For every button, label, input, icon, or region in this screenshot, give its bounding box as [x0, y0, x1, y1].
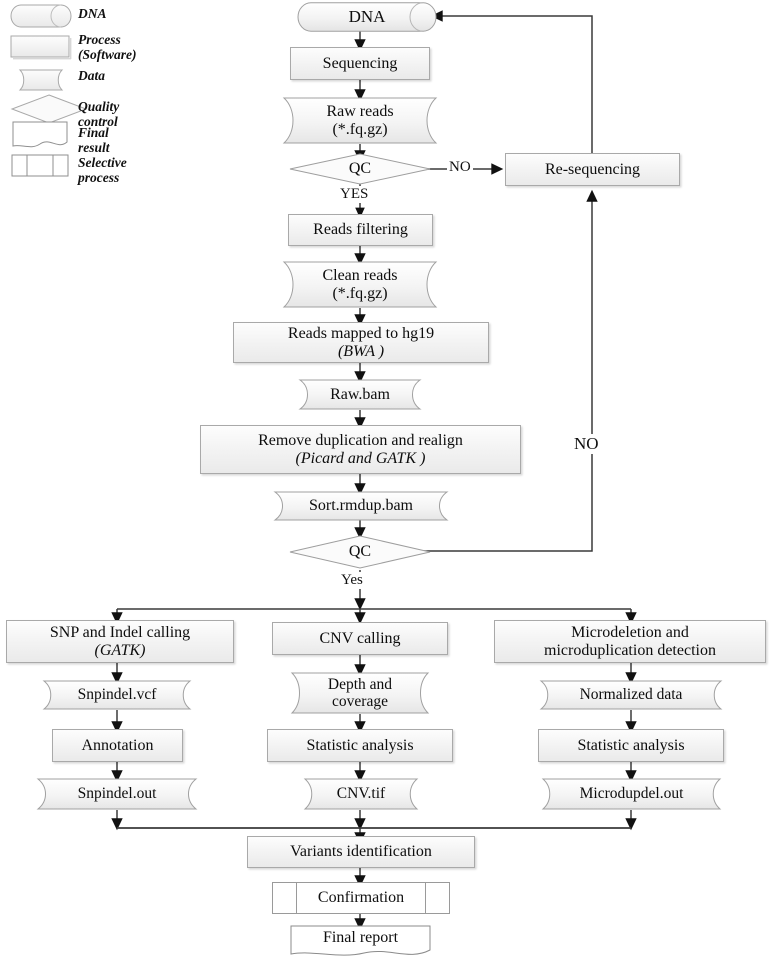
node-sequencing-label: Sequencing [322, 54, 398, 72]
node-sequencing[interactable]: Sequencing [290, 47, 430, 80]
node-final-report[interactable]: Final report [289, 925, 432, 959]
node-annotation[interactable]: Annotation [52, 729, 183, 762]
edge-label-qc-bottom-yes: Yes [339, 572, 365, 589]
node-reads-mapped-label: Reads mapped to hg19 (BWA ) [234, 325, 488, 361]
node-raw-bam-label: Raw.bam [330, 385, 390, 403]
data-shape [36, 778, 198, 810]
node-variants-identification-label: Variants identification [290, 843, 432, 861]
selective-process-icon [10, 153, 72, 184]
node-qc-bottom[interactable]: QC [288, 535, 432, 569]
data-shape [42, 680, 192, 710]
node-snpindel-out-label: Snpindel.out [77, 785, 157, 803]
legend-label-selective-process: Selective process [78, 155, 127, 186]
node-qc-bottom-label: QC [348, 543, 372, 561]
node-qc-top[interactable]: QC [288, 153, 432, 185]
node-microdeletion-detection[interactable]: Microdeletion and microduplication detec… [494, 620, 766, 663]
legend-label-quality-control: Quality control [78, 99, 120, 130]
node-variants-identification[interactable]: Variants identification [247, 836, 475, 868]
node-dna-label: DNA [348, 7, 386, 27]
node-sort-rmdup-bam[interactable]: Sort.rmdup.bam [265, 491, 457, 521]
edge-label-qc-top-no: NO [447, 159, 473, 176]
edge-label-qc-top-yes: YES [338, 186, 371, 203]
data-shape [539, 680, 723, 710]
data-shape [290, 672, 430, 714]
node-statistic-analysis-mid-label: Statistic analysis [306, 736, 414, 754]
reads-mapped-line1: Reads mapped to hg19 [287, 324, 435, 342]
node-remove-duplication[interactable]: Remove duplication and realign (Picard a… [200, 425, 521, 474]
cylinder-icon [10, 4, 72, 33]
legend-label-final-result: Final result [78, 125, 110, 156]
raw-reads-line1: Raw reads [326, 102, 394, 120]
node-depth-coverage-label: Depth and coverage [282, 676, 438, 711]
document-icon [10, 120, 72, 155]
snp-indel-line2: (GATK) [94, 641, 146, 659]
node-confirmation-inner: Confirmation [295, 883, 427, 913]
node-cnv-tif[interactable]: CNV.tif [295, 778, 427, 810]
node-reads-filtering-label: Reads filtering [313, 221, 408, 239]
edge-label-qc-bottom-no: NO [572, 434, 601, 454]
node-cnv-calling-label: CNV calling [319, 629, 401, 647]
node-cnv-calling[interactable]: CNV calling [272, 622, 448, 655]
data-shape [303, 778, 419, 810]
process-icon [10, 35, 72, 65]
node-annotation-label: Annotation [81, 736, 154, 754]
node-remove-duplication-label: Remove duplication and realign (Picard a… [201, 432, 520, 468]
node-confirmation[interactable]: Confirmation [272, 882, 450, 914]
node-microdupdel-out-label: Microdupdel.out [579, 785, 684, 803]
depth-coverage-line2: coverage [332, 693, 388, 710]
microdel-line2: microduplication detection [544, 641, 716, 659]
node-confirmation-label: Confirmation [317, 889, 405, 906]
data-shape [298, 379, 422, 410]
reads-mapped-line2: (BWA ) [337, 342, 385, 360]
node-clean-reads-label: Clean reads (*.fq.gz) [272, 267, 448, 303]
node-raw-bam[interactable]: Raw.bam [290, 379, 430, 410]
node-statistic-analysis-mid[interactable]: Statistic analysis [267, 729, 453, 762]
data-shape [541, 778, 722, 810]
cylinder-shape [297, 2, 437, 32]
node-dna[interactable]: DNA [297, 2, 437, 32]
raw-reads-line2: (*.fq.gz) [332, 120, 388, 138]
node-raw-reads-label: Raw reads (*.fq.gz) [272, 103, 448, 139]
node-re-sequencing[interactable]: Re-sequencing [505, 153, 680, 186]
legend-label-data: Data [78, 68, 105, 83]
node-re-sequencing-label: Re-sequencing [544, 160, 641, 178]
data-icon [10, 69, 72, 96]
clean-reads-line2: (*.fq.gz) [332, 284, 388, 302]
node-microdupdel-out[interactable]: Microdupdel.out [533, 778, 730, 810]
remove-dup-line1: Remove duplication and realign [258, 431, 463, 449]
legend-label-dna: DNA [78, 6, 107, 21]
node-snpindel-out[interactable]: Snpindel.out [28, 778, 206, 810]
microdel-line1: Microdeletion and [571, 623, 689, 641]
remove-dup-line2: (Picard and GATK ) [295, 449, 426, 467]
node-snp-indel-calling[interactable]: SNP and Indel calling (GATK) [6, 620, 234, 663]
snp-indel-line1: SNP and Indel calling [49, 623, 191, 641]
node-normalized-data-label: Normalized data [579, 686, 683, 704]
node-cnv-tif-label: CNV.tif [336, 785, 386, 803]
diamond-shape [289, 535, 431, 569]
node-qc-top-label: QC [348, 160, 372, 178]
node-snpindel-vcf[interactable]: Snpindel.vcf [34, 680, 200, 710]
node-raw-reads[interactable]: Raw reads (*.fq.gz) [272, 97, 448, 144]
node-final-report-label: Final report [322, 929, 399, 947]
node-statistic-analysis-right[interactable]: Statistic analysis [538, 729, 724, 762]
node-reads-mapped[interactable]: Reads mapped to hg19 (BWA ) [233, 322, 489, 363]
node-clean-reads[interactable]: Clean reads (*.fq.gz) [272, 261, 448, 308]
node-microdeletion-detection-label: Microdeletion and microduplication detec… [495, 624, 765, 660]
document-shape [290, 925, 431, 956]
node-reads-filtering[interactable]: Reads filtering [288, 214, 433, 246]
data-shape [282, 97, 438, 144]
clean-reads-line1: Clean reads [322, 266, 398, 284]
node-normalized-data[interactable]: Normalized data [531, 680, 731, 710]
depth-coverage-line1: Depth and [327, 675, 393, 693]
legend-label-process: Process (Software) [78, 32, 137, 63]
node-statistic-analysis-right-label: Statistic analysis [577, 736, 685, 754]
node-snp-indel-calling-label: SNP and Indel calling (GATK) [7, 624, 233, 660]
legend: DNA Process (Software) [0, 0, 250, 185]
node-sort-rmdup-bam-label: Sort.rmdup.bam [309, 497, 413, 515]
node-snpindel-vcf-label: Snpindel.vcf [77, 686, 157, 704]
node-depth-coverage[interactable]: Depth and coverage [282, 672, 438, 714]
